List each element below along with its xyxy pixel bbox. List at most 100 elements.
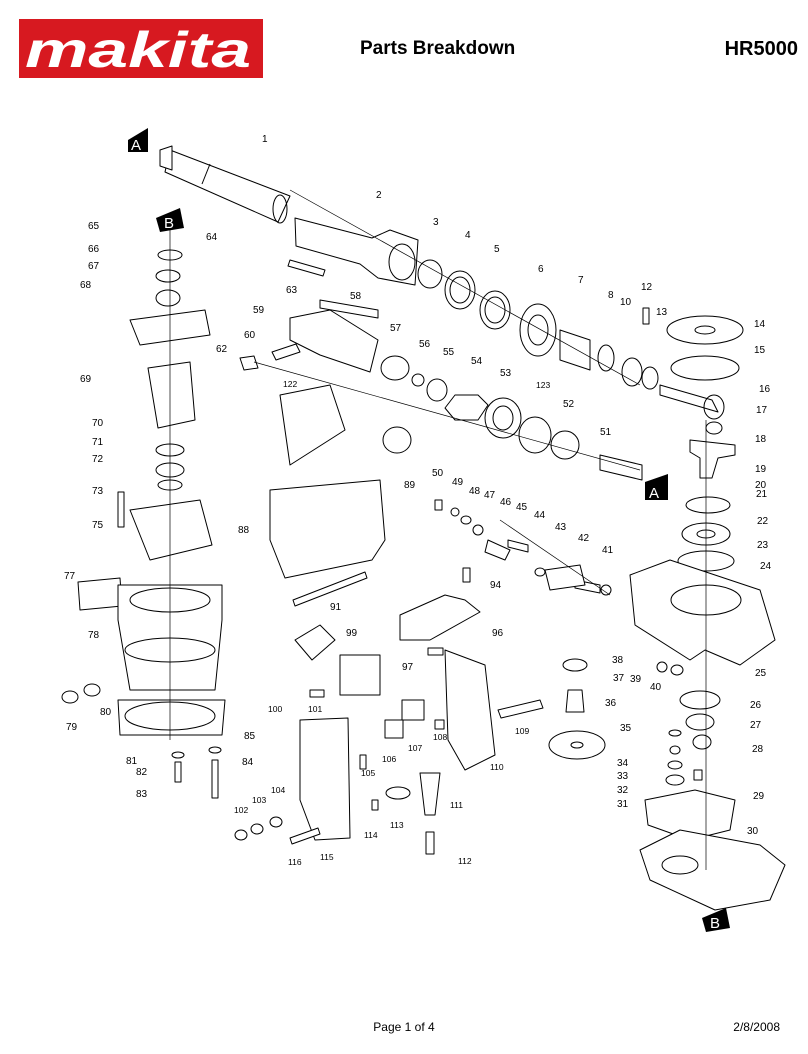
part-label: 16 [759,384,771,395]
part-label: 39 [630,674,642,685]
part-label: 105 [361,768,375,778]
model-number: HR5000 [724,38,798,60]
svg-text:B: B [164,215,174,232]
bracket-part [399,594,481,641]
part-label: 106 [382,754,396,764]
part-label: 49 [452,477,464,488]
part-label: 23 [757,540,769,551]
part-label: 34 [617,758,629,769]
part-label: 43 [555,522,567,533]
marker-b-top: B [156,208,184,232]
part-label: 85 [244,731,256,742]
part-label: 29 [753,791,765,802]
part-label: 110 [490,762,504,772]
crank-housing-part [629,559,776,666]
part-label: 14 [754,319,766,330]
base-plate-part [639,829,786,911]
part-label: 22 [757,516,769,527]
part-label: 57 [390,323,402,334]
part-label: 32 [617,785,629,796]
part-label: 53 [500,368,512,379]
part-label: 51 [600,427,612,438]
part-label: 44 [534,510,546,521]
part-label: 66 [88,244,100,255]
marker-a-right: A [645,474,668,502]
part-label: 48 [469,486,481,497]
part-label: 96 [492,628,504,639]
svg-text:B: B [710,915,720,932]
part-label: 68 [80,280,92,291]
document-date: 2/8/2008 [733,1020,780,1034]
part-label: 58 [350,291,362,302]
part-label: 123 [536,380,550,390]
barrel-part [164,149,291,223]
part-label: 109 [515,726,529,736]
part-label: 94 [490,580,502,591]
part-label: 71 [92,437,104,448]
part-label: 91 [330,602,342,613]
part-label: 67 [88,261,100,272]
part-label: 63 [286,285,298,296]
part-label: 3 [433,217,439,228]
part-label: 25 [755,668,767,679]
part-label: 50 [432,468,444,479]
part-label: 78 [88,630,100,641]
page-title: Parts Breakdown [360,38,516,59]
part-label: 7 [578,275,584,286]
part-label: 122 [283,379,297,389]
part-label: 6 [538,264,544,275]
part-label: 15 [754,345,766,356]
part-label: 69 [80,374,92,385]
part-label: 8 [608,290,614,301]
part-label: 4 [465,230,471,241]
part-label: 103 [252,795,266,805]
part-label: 100 [268,704,282,714]
part-label: 97 [402,662,414,673]
part-label: 114 [364,830,378,840]
part-label: 102 [234,805,248,815]
handle-part [444,649,496,771]
svg-text:A: A [649,485,659,502]
part-label: 24 [760,561,772,572]
part-label: 31 [617,799,629,810]
part-label: 20 [755,480,767,491]
part-label: 60 [244,330,256,341]
part-label: 41 [602,545,614,556]
part-label: 107 [408,743,422,753]
part-label: 18 [755,434,767,445]
svg-text:A: A [131,137,141,154]
side-handle-part [269,479,386,579]
part-label: 112 [458,856,472,866]
part-label: 10 [620,297,632,308]
makita-logo: makita [19,19,263,78]
part-label: 12 [641,282,653,293]
part-label: 111 [450,800,463,810]
part-label: 80 [100,707,112,718]
part-labels: 1 2 3 4 5 6 7 8 10 12 13 14 15 16 17 18 … [64,134,772,867]
part-label: 33 [617,771,629,782]
part-label: 83 [136,789,148,800]
part-label: 52 [563,399,575,410]
part-label: 13 [656,307,668,318]
part-label: 116 [288,857,302,867]
part-label: 84 [242,757,254,768]
part-label: 115 [320,852,334,862]
part-label: 2 [376,190,382,201]
part-label: 40 [650,682,662,693]
part-label: 19 [755,464,767,475]
part-label: 88 [238,525,250,536]
cylinder-housing-part [294,217,419,286]
part-label: 70 [92,418,104,429]
part-label: 55 [443,347,455,358]
part-label: 35 [620,723,632,734]
part-label: 27 [750,720,762,731]
part-label: 21 [756,489,768,500]
part-label: 82 [136,767,148,778]
part-label: 62 [216,344,228,355]
part-label: 89 [404,480,416,491]
part-label: 54 [471,356,483,367]
part-label: 113 [390,820,404,830]
marker-b-bottom: B [702,908,730,932]
part-label: 104 [271,785,285,795]
